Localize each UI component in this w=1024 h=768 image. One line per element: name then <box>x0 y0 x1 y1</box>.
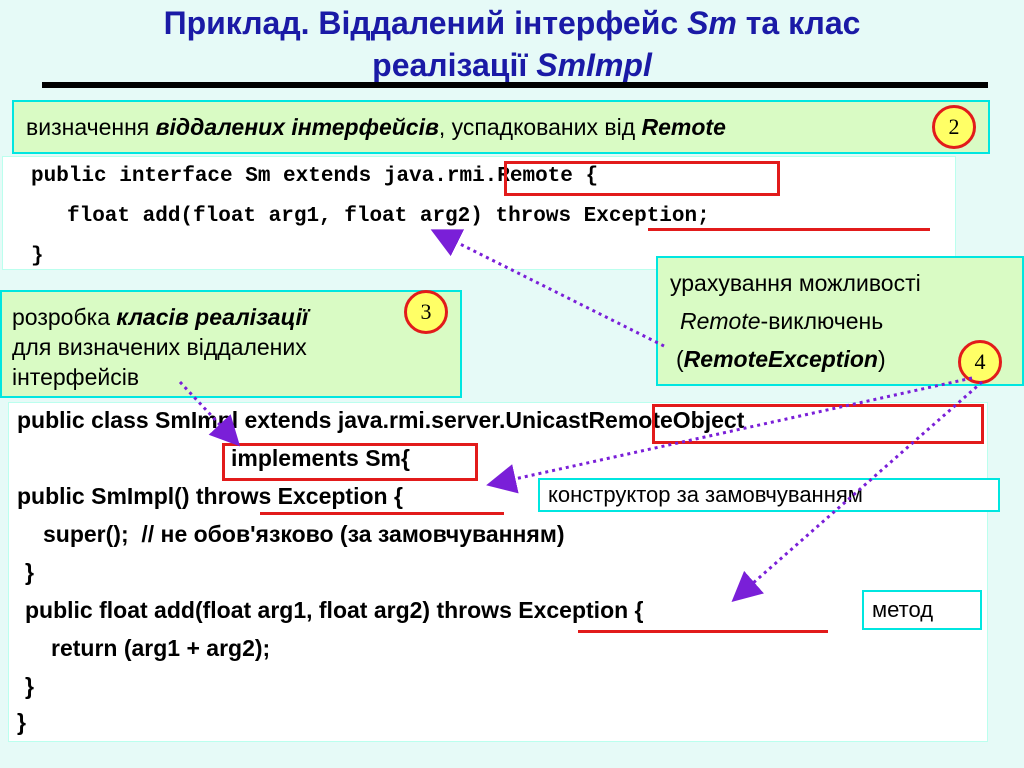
code-line: float add(float arg1, float arg2) throws… <box>67 205 710 228</box>
interface-code-block: public interface Sm extends java.rmi.Rem… <box>2 156 956 270</box>
title-line-1: Приклад. Віддалений інтерфейс Sm та клас <box>163 5 861 41</box>
implementation-code-block: public class SmImpl extends java.rmi.ser… <box>8 402 988 742</box>
code-line: public SmImpl() throws Exception { <box>17 483 403 509</box>
highlight-remote <box>504 161 780 196</box>
code-line: super(); // не обов'язково (за замовчува… <box>43 521 565 547</box>
highlight-unicast-remote-object <box>652 404 984 444</box>
underline-constructor-exception <box>260 512 504 515</box>
note-remote-exception: урахування можливості Remote-виключень (… <box>656 256 1024 386</box>
arrow-to-interface-method <box>430 229 665 348</box>
slide-title: Приклад. Віддалений інтерфейс Sm та клас… <box>0 2 1024 86</box>
label-method: метод <box>862 590 982 630</box>
highlight-implements-sm <box>222 443 478 481</box>
arrow-to-method-exception <box>731 380 983 602</box>
code-line: return (arg1 + arg2); <box>51 635 271 661</box>
note-remote-interfaces: визначення віддалених інтерфейсів, успад… <box>12 100 990 154</box>
arrow-to-constructor-exception <box>486 376 973 494</box>
code-line: public class SmImpl extends java.rmi.ser… <box>17 407 745 433</box>
code-line: } <box>31 245 44 268</box>
title-line-2: реалізації SmImpl <box>372 47 652 83</box>
underline-method-exception <box>578 630 828 633</box>
arrow-to-implements <box>178 380 241 447</box>
code-line: } <box>25 559 34 585</box>
code-line: implements Sm{ <box>231 445 410 471</box>
title-divider <box>42 82 988 88</box>
step-number-2: 2 <box>932 105 976 149</box>
code-line: } <box>17 709 26 735</box>
step-number-3: 3 <box>404 290 448 334</box>
code-line: public float add(float arg1, float arg2)… <box>25 597 644 623</box>
note-implementation-classes: розробка класів реалізації для визначени… <box>0 290 462 398</box>
code-line: public interface Sm extends java.rmi.Rem… <box>31 165 599 188</box>
label-default-constructor: конструктор за замовчуванням <box>538 478 1000 512</box>
code-line: } <box>25 673 34 699</box>
underline-throws-exception <box>648 228 930 231</box>
